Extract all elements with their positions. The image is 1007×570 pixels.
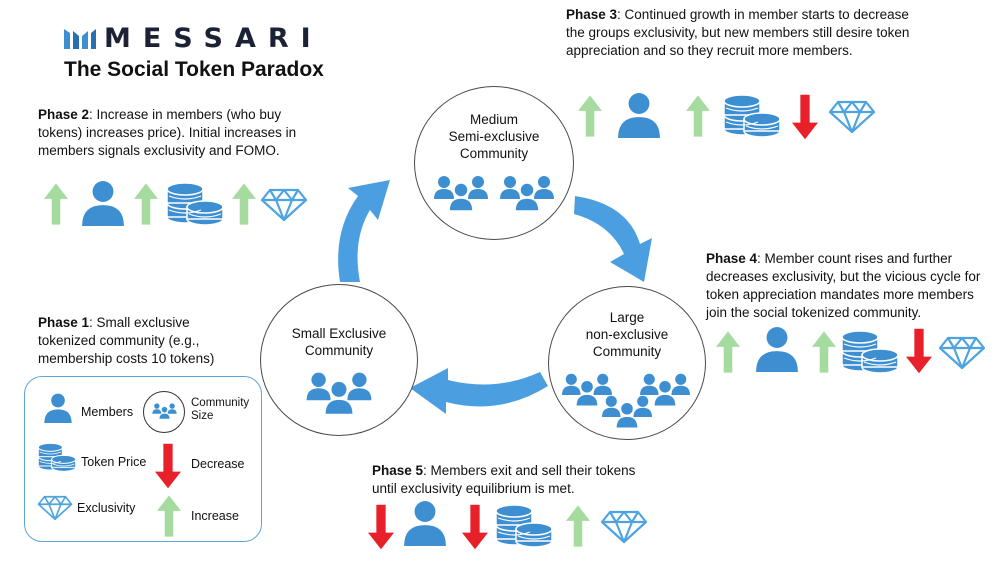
phase-4-text: Phase 4: Member count rises and further … bbox=[706, 251, 981, 320]
legend-token-price-label: Token Price bbox=[81, 455, 147, 469]
phase-5-label: Phase 5 bbox=[372, 463, 424, 478]
circle-large-line3: Community bbox=[592, 344, 662, 359]
page-title: The Social Token Paradox bbox=[64, 58, 324, 81]
legend-box: Members Community Size Token Price Decre… bbox=[24, 376, 262, 542]
cycle-arrow-large-to-small bbox=[410, 368, 548, 414]
group-icon bbox=[431, 173, 491, 213]
phase-1-label: Phase 1 bbox=[38, 315, 90, 330]
phase-1-text: Phase 1: Small exclusive tokenized commu… bbox=[38, 315, 215, 366]
legend-group-icon bbox=[151, 402, 178, 420]
circle-small-community: Small Exclusive Community bbox=[260, 284, 418, 436]
legend-exclusivity-label: Exclusivity bbox=[77, 501, 136, 515]
legend-decrease-label: Decrease bbox=[191, 457, 245, 471]
circle-large-line2: non-exclusive bbox=[585, 327, 669, 342]
group-icon bbox=[303, 369, 375, 417]
cycle-arrow-small-to-medium bbox=[338, 180, 390, 282]
phase-3-text: Phase 3: Continued growth in member star… bbox=[566, 7, 910, 58]
circle-medium-community: Medium Semi-exclusive Community bbox=[414, 86, 574, 240]
messari-logo-icon bbox=[64, 29, 96, 49]
legend-increase-label: Increase bbox=[191, 509, 239, 523]
circle-medium-line1: Medium bbox=[469, 112, 518, 127]
circle-large-community: Large non-exclusive Community bbox=[548, 286, 706, 440]
logo-wordmark: MESSARI bbox=[104, 22, 323, 54]
legend-down-arrow-icon bbox=[155, 443, 181, 489]
legend-diamond-icon bbox=[37, 495, 73, 521]
phase-2-label: Phase 2 bbox=[38, 107, 90, 122]
group-icon bbox=[497, 173, 557, 213]
cycle-arrow-medium-to-large bbox=[574, 196, 652, 282]
legend-up-arrow-icon bbox=[157, 495, 181, 537]
phase-4-label: Phase 4 bbox=[706, 251, 758, 266]
messari-logo: MESSARI bbox=[64, 22, 323, 54]
legend-members-label: Members bbox=[81, 405, 134, 419]
phase-2-text: Phase 2: Increase in members (who buy to… bbox=[38, 107, 297, 158]
phase-5-text: Phase 5: Members exit and sell their tok… bbox=[372, 463, 636, 496]
group-icon bbox=[599, 393, 655, 430]
circle-medium-line3: Community bbox=[459, 146, 529, 161]
circle-small-line1: Small Exclusive bbox=[291, 326, 387, 341]
legend-coins-icon bbox=[37, 443, 77, 473]
phase-3-label: Phase 3 bbox=[566, 7, 618, 22]
circle-large-line1: Large bbox=[609, 310, 645, 325]
legend-community-size-badge bbox=[143, 391, 185, 433]
circle-small-line2: Community bbox=[304, 343, 374, 358]
legend-community-size-label: Community Size bbox=[191, 397, 250, 422]
legend-person-icon bbox=[43, 393, 73, 423]
circle-medium-line2: Semi-exclusive bbox=[448, 129, 540, 144]
